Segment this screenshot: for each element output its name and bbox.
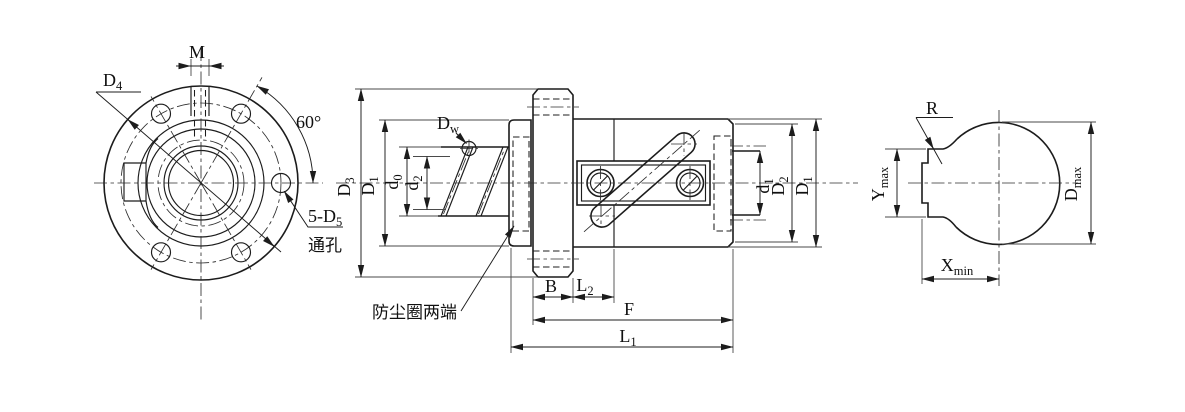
dmax-label: Dmax xyxy=(1061,166,1084,201)
dust-seal-left xyxy=(508,119,532,247)
through-hole-note: 通孔 xyxy=(308,236,342,255)
l2-label: L2 xyxy=(576,275,593,298)
d1-right-label: D1 xyxy=(792,176,815,195)
return-tube-bump xyxy=(921,138,958,228)
m-thread-hole xyxy=(190,87,210,138)
ymax-dimension: Ymax xyxy=(868,148,926,218)
ymax-label: Ymax xyxy=(868,166,891,201)
xmin-label: Xmin xyxy=(941,255,974,278)
return-tube xyxy=(583,127,703,233)
d0-label: d0 xyxy=(382,174,405,189)
xmin-dimension: Xmin xyxy=(921,219,1000,284)
d3-label: D3 xyxy=(334,177,357,196)
screw-thread xyxy=(438,139,509,217)
b-label: B xyxy=(545,276,557,296)
r-label: R xyxy=(926,98,938,118)
radial-60-centerline xyxy=(200,77,263,184)
angle-label: 60° xyxy=(296,112,321,132)
d4-label: D4 xyxy=(103,70,123,93)
front-flange-view: M D4 60° 5-D5 通孔 xyxy=(94,42,343,320)
dust-seal-note: 防尘圈两端 xyxy=(372,303,457,322)
dmax-dimension: Dmax xyxy=(1002,121,1096,245)
d4-dimension: D4 xyxy=(95,70,282,253)
flange-section xyxy=(527,88,579,278)
l1-label: L1 xyxy=(619,326,636,349)
d1-left-label: D1 xyxy=(358,176,381,195)
bottom-dimensions: B L2 F L1 xyxy=(510,248,734,353)
radial-120-centerline xyxy=(150,96,202,184)
radial-240-centerline xyxy=(150,182,202,270)
f-label: F xyxy=(624,299,634,319)
dw-label: Dw xyxy=(437,113,459,136)
screw-stub-right xyxy=(730,145,766,221)
end-profile-view: R Ymax Xmin Dmax xyxy=(868,98,1096,286)
dust-seal-right-hidden xyxy=(713,135,732,232)
left-dimensions: D3 D1 d0 d2 Dw xyxy=(334,88,537,278)
dust-seal-callout: 防尘圈两端 xyxy=(372,225,515,322)
nut-body xyxy=(573,118,734,248)
m-dimension: M xyxy=(176,42,224,76)
nut-outline-circle xyxy=(955,121,1061,246)
side-boss xyxy=(123,138,159,228)
section-view: D3 D1 d0 d2 Dw d1 D2 D1 B xyxy=(334,88,858,353)
hole-callout: 5-D5 通孔 xyxy=(283,190,343,255)
d2-label: d2 xyxy=(402,175,425,190)
radial-300-centerline xyxy=(200,182,252,270)
d1-small-label: d1 xyxy=(753,178,776,193)
r-callout: R xyxy=(915,98,953,165)
hole-callout-label: 5-D5 xyxy=(308,206,342,229)
right-dimensions: d1 D2 D1 xyxy=(728,118,822,248)
d2-right-label: D2 xyxy=(768,176,791,195)
angle-dimension: 60° xyxy=(256,85,321,184)
m-label: M xyxy=(189,42,205,62)
